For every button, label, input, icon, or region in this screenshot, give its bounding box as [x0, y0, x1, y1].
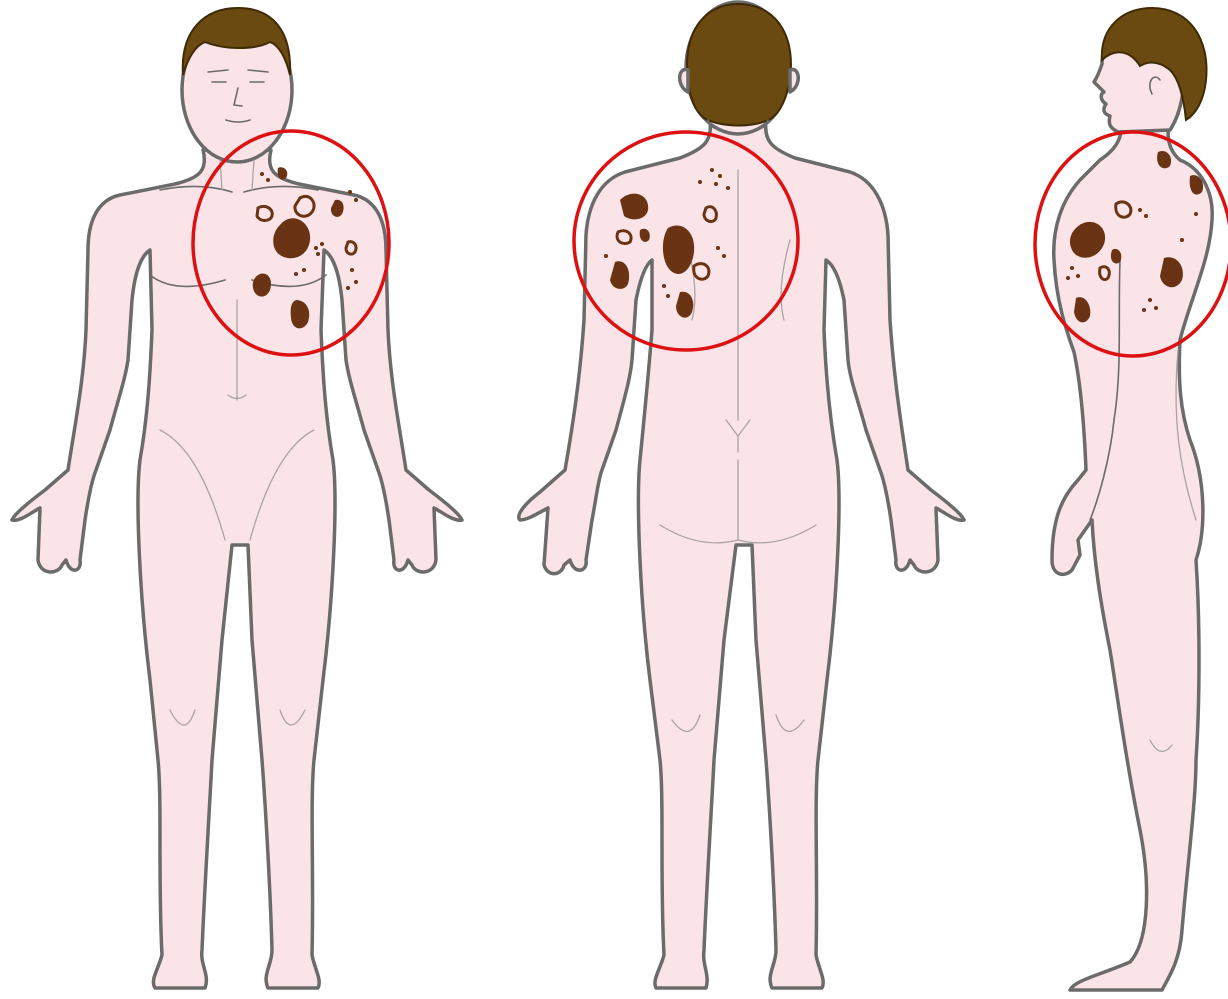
- front-body: [12, 150, 462, 988]
- back-body: [519, 120, 964, 988]
- side-view-figure: [1052, 8, 1212, 990]
- back-view-figure: [519, 2, 964, 988]
- back-hair: [687, 4, 791, 126]
- front-view-figure: [12, 8, 462, 988]
